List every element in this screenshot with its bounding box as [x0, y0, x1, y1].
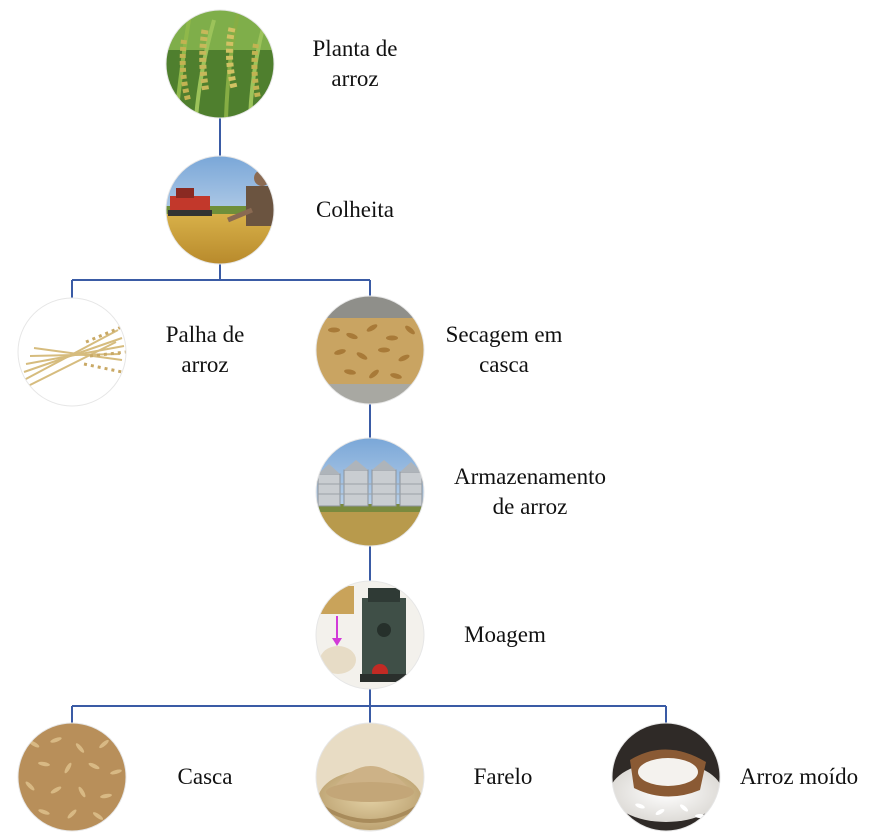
label-colheita: Colheita: [300, 195, 410, 225]
node-circle-moagem: [315, 580, 425, 690]
label-armazenamento-line2: de arroz: [492, 494, 568, 519]
drying-paddy-photo-icon: [316, 296, 424, 404]
rice-plant-photo-icon: [166, 10, 274, 118]
rice-mill-photo-icon: [316, 581, 424, 689]
label-secagem-em-casca: Secagem em casca: [428, 320, 580, 380]
label-armazenamento-de-arroz: Armazenamento de arroz: [426, 462, 634, 522]
label-colheita-line1: Colheita: [316, 197, 394, 222]
silos-photo-icon: [316, 438, 424, 546]
label-farelo: Farelo: [448, 762, 558, 792]
label-planta-line1: Planta de: [312, 36, 398, 61]
node-circle-farelo: [315, 722, 425, 832]
node-circle-arroz-moido: [611, 722, 721, 832]
label-planta-line2: arroz: [331, 66, 379, 91]
node-circle-casca: [17, 722, 127, 832]
harvest-photo-icon: [166, 156, 274, 264]
label-arroz-moido-line1: Arroz moído: [739, 764, 859, 789]
node-circle-secagem: [315, 295, 425, 405]
label-palha-line2: arroz: [181, 352, 229, 377]
label-moagem: Moagem: [440, 620, 570, 650]
label-casca: Casca: [150, 762, 260, 792]
label-secagem-line2: casca: [479, 352, 529, 377]
node-circle-colheita: [165, 155, 275, 265]
label-moagem-line1: Moagem: [464, 622, 546, 647]
label-arroz-moido: Arroz moído: [726, 762, 872, 792]
label-planta-de-arroz: Planta de arroz: [300, 34, 410, 94]
label-casca-line1: Casca: [177, 764, 233, 789]
rice-straw-photo-icon: [18, 298, 126, 406]
node-circle-armazenamento: [315, 437, 425, 547]
label-palha-line1: Palha de: [165, 322, 245, 347]
label-secagem-line1: Secagem em: [445, 322, 563, 347]
rice-husk-photo-icon: [18, 723, 126, 831]
rice-bran-photo-icon: [316, 723, 424, 831]
milled-rice-photo-icon: [612, 723, 720, 831]
label-farelo-line1: Farelo: [473, 764, 533, 789]
node-circle-planta: [165, 9, 275, 119]
node-circle-palha: [17, 297, 127, 407]
connector-lines: [71, 118, 667, 723]
label-armazenamento-line1: Armazenamento: [454, 464, 606, 489]
label-palha-de-arroz: Palha de arroz: [150, 320, 260, 380]
